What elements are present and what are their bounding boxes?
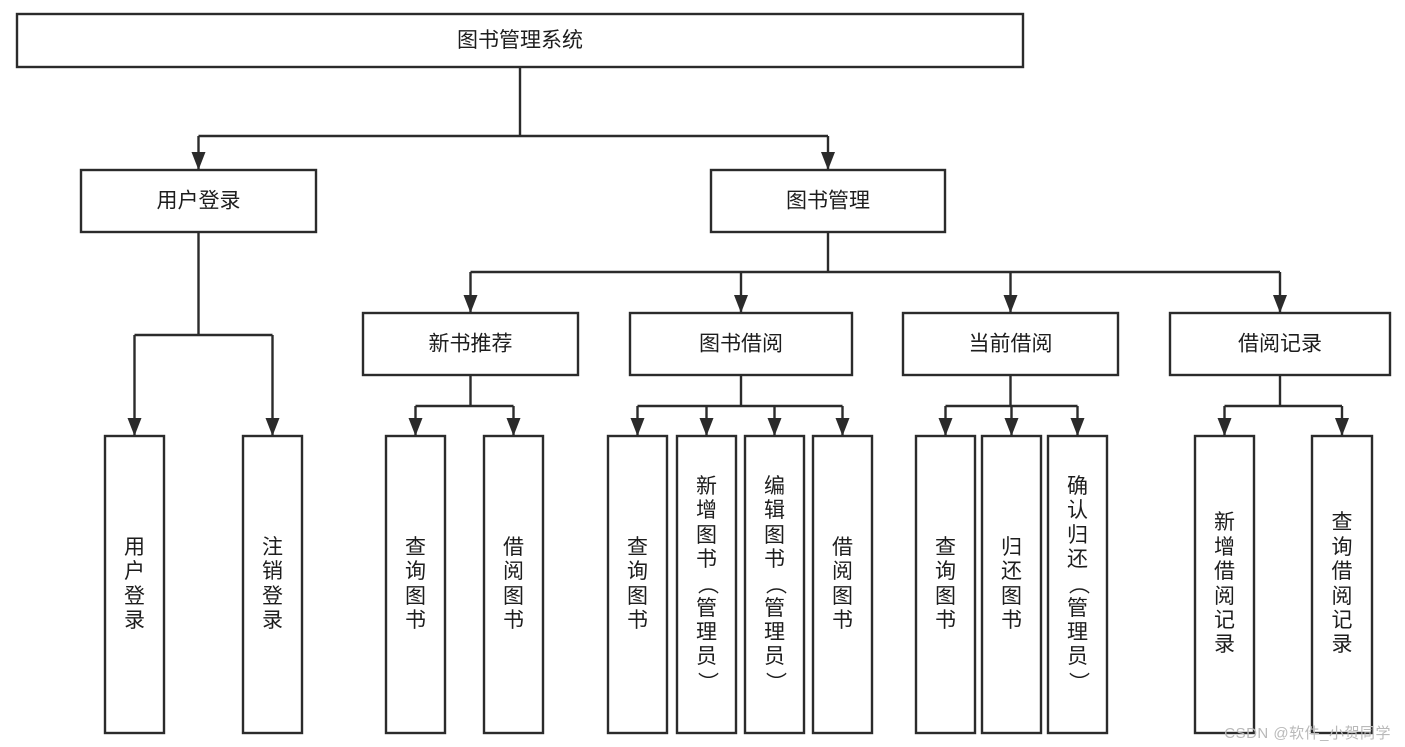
node-box-leaf[interactable] <box>1310 434 1374 735</box>
arrow-head-icon <box>938 418 953 436</box>
node-box-level3[interactable] <box>361 311 580 377</box>
node-box-leaf[interactable] <box>384 434 447 735</box>
node-box-leaf[interactable] <box>103 434 166 735</box>
arrow-head-icon <box>1004 418 1019 436</box>
node-label: 新书推荐 <box>429 333 513 356</box>
node-box-level2[interactable] <box>709 168 947 234</box>
watermark: CSDN @软件_小贺同学 <box>1224 725 1391 742</box>
node-box-leaf[interactable] <box>980 434 1043 735</box>
node-label: 用户登录 <box>157 190 241 213</box>
arrow-head-icon <box>1003 295 1018 313</box>
node-label: 借阅记录 <box>1238 333 1322 356</box>
node-box-level3[interactable] <box>901 311 1120 377</box>
arrow-head-icon <box>1217 418 1232 436</box>
node-box-leaf[interactable] <box>914 434 977 735</box>
connectors-layer <box>127 67 1349 436</box>
node-box-leaf[interactable] <box>675 434 738 735</box>
arrow-head-icon <box>1273 295 1287 313</box>
arrow-head-icon <box>699 418 714 436</box>
node-box-level3[interactable] <box>628 311 854 377</box>
arrow-head-icon <box>1335 418 1349 436</box>
arrow-head-icon <box>265 418 280 436</box>
arrow-head-icon <box>630 418 645 436</box>
node-box-leaf[interactable] <box>743 434 806 735</box>
node-box-leaf[interactable] <box>811 434 874 735</box>
arrow-head-icon <box>408 418 423 436</box>
node-box-leaf[interactable] <box>241 434 304 735</box>
node-box-level3[interactable] <box>1168 311 1392 377</box>
node-box-level2[interactable] <box>79 168 318 234</box>
arrow-head-icon <box>127 418 142 436</box>
boxes-layer <box>15 12 1392 735</box>
arrow-head-icon <box>463 295 478 313</box>
node-box-leaf[interactable] <box>1193 434 1256 735</box>
arrow-head-icon <box>1070 418 1085 436</box>
arrow-head-icon <box>734 295 748 313</box>
arrow-head-icon <box>835 418 850 436</box>
node-box-leaf[interactable] <box>482 434 545 735</box>
node-box-leaf[interactable] <box>606 434 669 735</box>
node-label: 当前借阅 <box>969 333 1053 356</box>
node-label: 图书借阅 <box>699 333 783 356</box>
node-label: 图书管理系统 <box>457 29 583 52</box>
arrow-head-icon <box>821 152 835 170</box>
node-box-root[interactable] <box>15 12 1025 69</box>
arrow-head-icon <box>191 152 206 170</box>
node-label: 图书管理 <box>786 190 870 213</box>
arrow-head-icon <box>506 418 521 436</box>
arrow-head-icon <box>767 418 782 436</box>
node-box-leaf[interactable] <box>1046 434 1109 735</box>
